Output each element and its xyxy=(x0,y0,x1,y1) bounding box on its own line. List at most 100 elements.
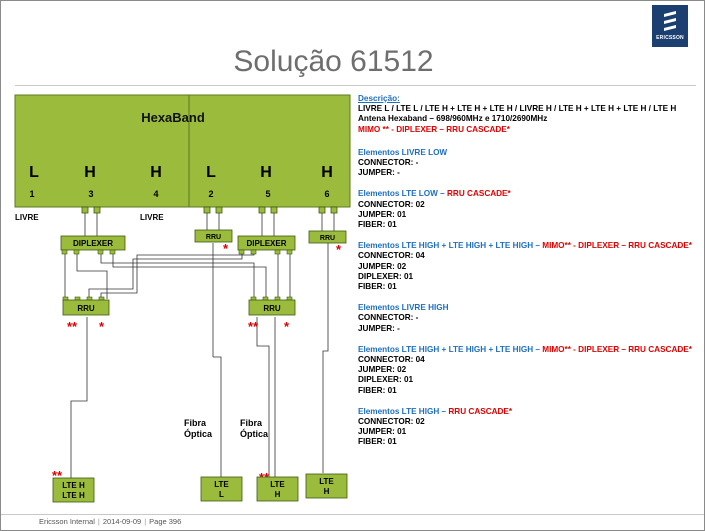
rru-port6-label: RRU xyxy=(320,235,335,242)
rru-right-label: RRU xyxy=(263,304,281,313)
elements-2-line-2: JUMPER: 01 xyxy=(358,209,407,219)
description-line-1: LIVRE L / LTE L / LTE H + LTE H + LTE H … xyxy=(358,104,677,114)
elements-block-6: Elementos LTE HIGH – RRU CASCADE* CONNEC… xyxy=(358,407,703,448)
logo-wordmark: ERICSSON xyxy=(656,35,684,41)
footer-page: Page 396 xyxy=(149,517,182,526)
elements-3-line-3: DIPLEXER: 01 xyxy=(358,271,414,281)
description-panel: Descrição: LIVRE L / LTE L / LTE H + LTE… xyxy=(358,94,703,448)
radio-box-3-line2: H xyxy=(275,490,281,499)
elements-2-line-1: CONNECTOR: 02 xyxy=(358,199,425,209)
rru-port6 xyxy=(308,230,347,244)
livre-left-label: LIVRE xyxy=(15,213,39,222)
hexaband-antenna xyxy=(14,94,351,208)
fibra-label-b-1: Fibra xyxy=(240,418,263,428)
radio-box-2-line2: L xyxy=(219,490,224,499)
description-heading: Descrição: xyxy=(358,94,400,103)
antenna-name: HexaBand xyxy=(141,110,205,125)
port-letter-5: H xyxy=(260,164,272,181)
footer-sep-1: | xyxy=(97,517,100,526)
port-number-3: 3 xyxy=(88,189,93,199)
rru-right xyxy=(248,299,296,316)
diplexer-left xyxy=(60,235,126,251)
port-number-2: 2 xyxy=(208,189,213,199)
title-divider xyxy=(15,85,696,86)
star-rru-port6: * xyxy=(336,242,342,257)
footer-divider xyxy=(1,514,704,515)
footer: Ericsson Internal|2014-09-09|Page 396 xyxy=(39,517,181,526)
description-line-2: Antena Hexaband – 698/960MHz e 1710/2690… xyxy=(358,114,548,124)
elements-4-line-2: JUMPER: - xyxy=(358,323,400,333)
elements-6-line-1: CONNECTOR: 02 xyxy=(358,417,425,427)
elements-6-line-2: JUMPER: 01 xyxy=(358,427,407,437)
elements-block-1: Elementos LIVRE LOW CONNECTOR: - JUMPER:… xyxy=(358,148,703,179)
mimo-rru-right: ** xyxy=(248,319,259,334)
elements-title-red-5: MIMO** - DIPLEXER – RRU CASCADE* xyxy=(542,344,692,354)
rru-port2 xyxy=(194,229,233,243)
radio-box-1-line2: LTE H xyxy=(62,491,85,500)
elements-title-red-6: RRU CASCADE* xyxy=(448,406,513,416)
mimo-box-1: ** xyxy=(52,468,63,483)
radio-box-lte-l xyxy=(200,476,243,502)
elements-title-1: Elementos LIVRE LOW xyxy=(358,147,448,157)
description-block: Descrição: LIVRE L / LTE L / LTE H + LTE… xyxy=(358,94,703,135)
elements-5-line-3: DIPLEXER: 01 xyxy=(358,375,414,385)
radio-box-1-line1: LTE H xyxy=(62,481,85,490)
port-letter-2: L xyxy=(206,164,216,181)
elements-block-3: Elementos LTE HIGH + LTE HIGH + LTE HIGH… xyxy=(358,241,698,292)
ericsson-logo: ERICSSON xyxy=(652,5,688,47)
mimo-rru-left: ** xyxy=(67,319,78,334)
elements-title-5: Elementos LTE HIGH + LTE HIGH + LTE HIGH… xyxy=(358,344,543,354)
radio-box-3-line1: LTE xyxy=(270,480,285,489)
slide-title: Solução 61512 xyxy=(233,45,434,78)
diplexer-right xyxy=(237,235,296,251)
elements-title-red-3: MIMO** - DIPLEXER – RRU CASCADE* xyxy=(542,241,692,251)
elements-5-line-4: FIBER: 01 xyxy=(358,385,397,395)
elements-3-line-4: FIBER: 01 xyxy=(358,282,397,292)
port-number-4: 4 xyxy=(153,189,158,199)
port-number-6: 6 xyxy=(324,189,329,199)
elements-title-6: Elementos LTE HIGH – xyxy=(358,406,449,416)
star-rru-right: * xyxy=(284,319,290,334)
elements-block-5: Elementos LTE HIGH + LTE HIGH + LTE HIGH… xyxy=(358,345,698,396)
rru-port2-label: RRU xyxy=(206,234,221,241)
fibra-label-a-1: Fibra xyxy=(184,418,207,428)
star-rru-left: * xyxy=(99,319,105,334)
elements-5-line-1: CONNECTOR: 04 xyxy=(358,355,425,365)
elements-1-line-1: CONNECTOR: - xyxy=(358,158,419,168)
diplexer-ports xyxy=(61,249,293,255)
elements-block-2: Elementos LTE LOW – RRU CASCADE* CONNECT… xyxy=(358,189,703,230)
elements-5-line-2: JUMPER: 02 xyxy=(358,365,407,375)
elements-3-line-2: JUMPER: 02 xyxy=(358,261,407,271)
elements-block-4: Elementos LIVRE HIGH CONNECTOR: - JUMPER… xyxy=(358,303,703,334)
radio-box-2-line1: LTE xyxy=(214,480,229,489)
rru-left xyxy=(62,299,110,316)
star-rru-port2: * xyxy=(223,241,229,256)
description-line-3: MIMO ** - DIPLEXER – RRU CASCADE* xyxy=(358,124,510,134)
port-letter-4: H xyxy=(150,164,162,181)
ericsson-logo-icon xyxy=(664,11,676,31)
cascade-markers: * * ** * ** * ** ** xyxy=(52,241,342,485)
rru-left-label: RRU xyxy=(77,304,95,313)
elements-title-3: Elementos LTE HIGH + LTE HIGH + LTE HIGH… xyxy=(358,241,543,251)
port-number-1: 1 xyxy=(29,189,34,199)
antenna-connectors xyxy=(81,206,338,214)
elements-6-line-3: FIBER: 01 xyxy=(358,437,397,447)
footer-sep-2: | xyxy=(144,517,147,526)
footer-org: Ericsson Internal xyxy=(39,517,95,526)
elements-3-line-1: CONNECTOR: 04 xyxy=(358,251,425,261)
elements-title-red-2: RRU CASCADE* xyxy=(447,189,511,199)
footer-date: 2014-09-09 xyxy=(102,517,142,526)
radio-box-lte-h-h xyxy=(52,477,95,503)
elements-title-4: Elementos LIVRE HIGH xyxy=(358,303,449,313)
radio-box-lte-h-b xyxy=(305,473,348,499)
elements-title-2: Elementos LTE LOW – xyxy=(358,189,448,199)
elements-1-line-2: JUMPER: - xyxy=(358,168,400,178)
diplexer-left-label: DIPLEXER xyxy=(73,239,113,248)
port-letter-3: H xyxy=(84,164,96,181)
radio-box-4-line1: LTE xyxy=(319,477,334,486)
port-number-5: 5 xyxy=(265,189,270,199)
radio-box-4-line2: H xyxy=(324,487,330,496)
port-letter-1: L xyxy=(29,164,39,181)
